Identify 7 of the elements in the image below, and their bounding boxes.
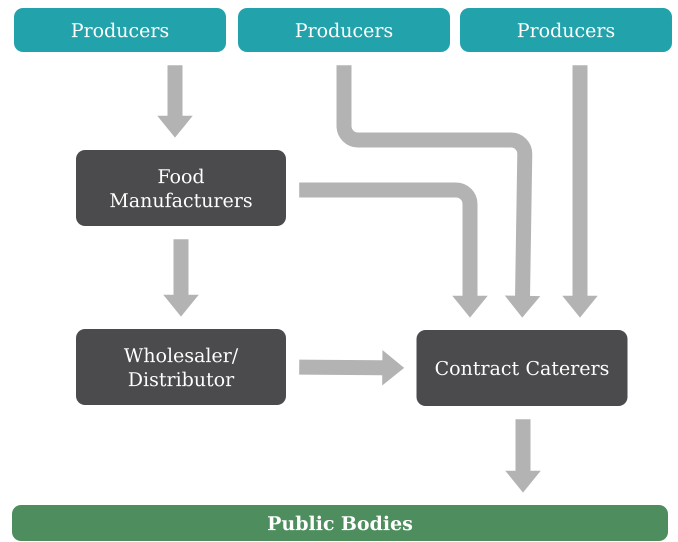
process-box: Contract Caterers <box>416 330 628 406</box>
producer-box: Producers <box>238 8 450 52</box>
producer-box: Producers <box>14 8 226 52</box>
producer-box: Producers <box>460 8 672 52</box>
process-box: Food Manufacturers <box>76 150 286 226</box>
target-band: Public Bodies <box>12 505 668 541</box>
process-box: Wholesaler/ Distributor <box>76 329 286 405</box>
